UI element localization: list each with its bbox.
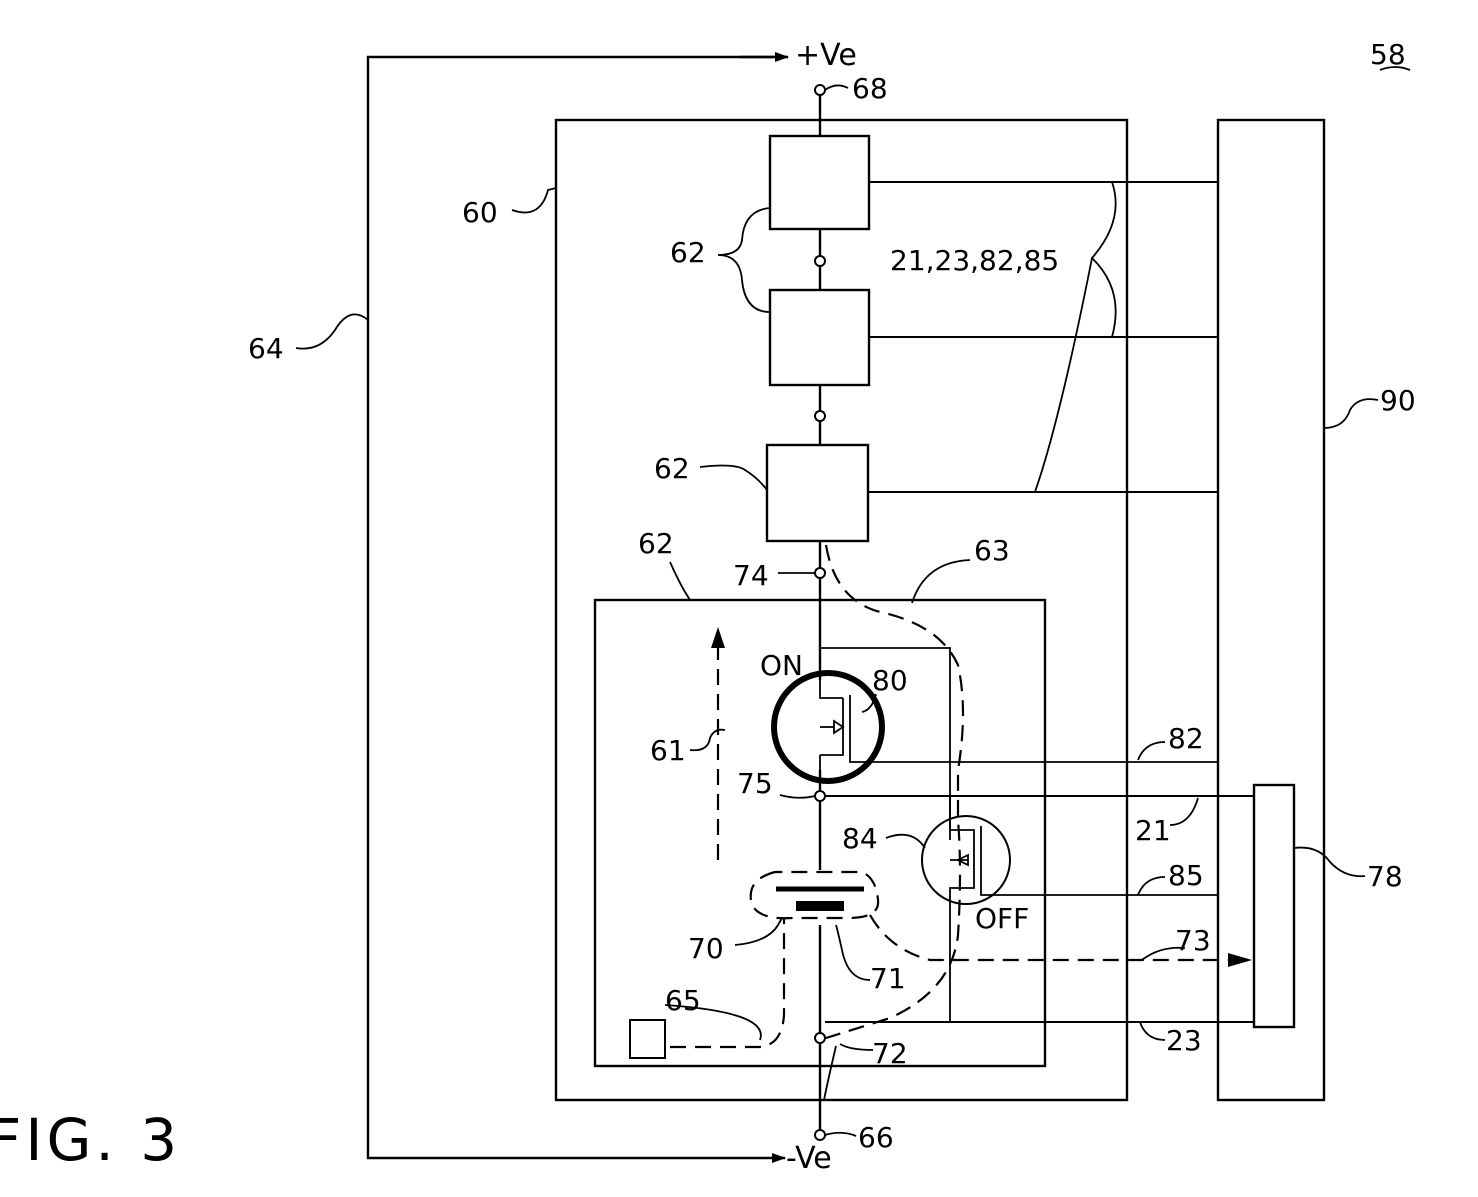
leader — [1324, 399, 1378, 428]
leader — [670, 562, 690, 600]
figure-title: FIG. 3 — [0, 1106, 181, 1174]
sensor-65 — [630, 1020, 665, 1058]
ref-65: 65 — [665, 984, 701, 1017]
leader — [1138, 877, 1165, 895]
cell-70-outline — [751, 872, 878, 918]
bus-brace — [1092, 182, 1116, 337]
ref-68: 68 — [852, 72, 888, 105]
leader — [825, 1133, 856, 1136]
node — [815, 256, 825, 266]
ref-63: 63 — [974, 534, 1010, 567]
ref-64: 64 — [248, 332, 284, 365]
rail-negative-label: -Ve — [786, 1141, 832, 1176]
cell-62-c — [767, 445, 868, 541]
leader — [780, 795, 815, 798]
ref-73: 73 — [1175, 924, 1211, 957]
ref-62-c: 62 — [638, 527, 674, 560]
cell-70-plate — [796, 901, 844, 911]
leader — [824, 1044, 873, 1100]
ref-72: 72 — [872, 1037, 908, 1070]
node — [815, 411, 825, 421]
node-72 — [815, 1033, 825, 1043]
leader — [296, 314, 368, 348]
loop-64 — [368, 57, 785, 1158]
ref-66: 66 — [858, 1121, 894, 1154]
leader — [718, 208, 770, 312]
leader — [825, 85, 848, 90]
leader — [1138, 742, 1165, 760]
device-78 — [1254, 785, 1294, 1027]
ref-85: 85 — [1168, 859, 1204, 892]
node-74 — [815, 568, 825, 578]
state-on: ON — [760, 649, 803, 682]
leader — [700, 466, 767, 490]
cell-62-a — [770, 136, 869, 229]
leader — [1140, 1022, 1165, 1040]
ref-75: 75 — [737, 767, 773, 800]
ref-62-a: 62 — [670, 236, 706, 269]
state-off: OFF — [975, 902, 1029, 935]
arrowhead — [711, 627, 725, 648]
ref-84: 84 — [842, 822, 878, 855]
switch-80-diode — [834, 721, 843, 733]
ref-78: 78 — [1367, 860, 1403, 893]
ref-62-b: 62 — [654, 452, 690, 485]
ref-71: 71 — [870, 962, 906, 995]
ref-70: 70 — [688, 932, 724, 965]
ref-80: 80 — [872, 664, 908, 697]
rail-positive-label: +Ve — [795, 38, 857, 73]
node-66 — [815, 1130, 825, 1140]
ref-60: 60 — [462, 196, 498, 229]
ref-82: 82 — [1168, 722, 1204, 755]
bus-label: 21,23,82,85 — [890, 244, 1059, 277]
leader — [1170, 798, 1198, 825]
ref-90: 90 — [1380, 384, 1416, 417]
node-75 — [815, 791, 825, 801]
node-68 — [815, 85, 825, 95]
arrowhead — [1228, 953, 1252, 967]
bus-brace — [1035, 258, 1092, 492]
leader — [1294, 848, 1365, 877]
ref-61: 61 — [650, 734, 686, 767]
leader — [690, 730, 725, 751]
ref-23: 23 — [1166, 1024, 1202, 1057]
leader — [836, 925, 870, 980]
ref-21: 21 — [1135, 814, 1171, 847]
ref-74: 74 — [733, 559, 769, 592]
leader — [886, 835, 925, 848]
cell-62-b — [770, 290, 869, 385]
controller-90 — [1218, 120, 1324, 1100]
ref-58: 58 — [1370, 38, 1406, 71]
leader — [512, 188, 556, 213]
leader — [912, 560, 970, 603]
leader — [735, 918, 782, 945]
